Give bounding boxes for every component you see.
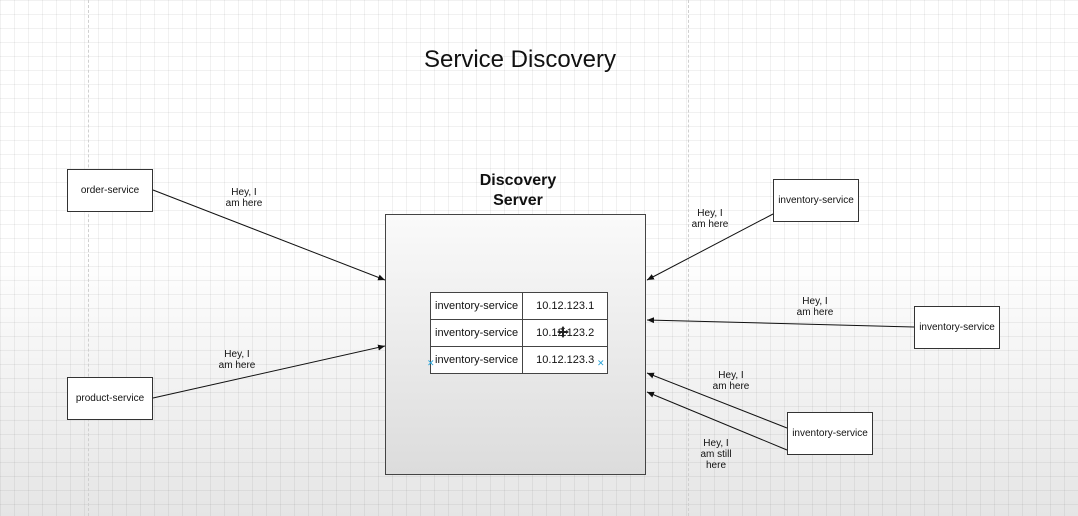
- inventory-service-node[interactable]: inventory-service: [773, 179, 859, 222]
- registry-ip-cell: 10.12.123.1: [522, 292, 609, 320]
- product-registration-arrow: [152, 344, 386, 399]
- selection-handle-icon[interactable]: ✕: [427, 358, 435, 368]
- edge-label-line: am here: [218, 360, 256, 371]
- edge-label-line: Hey, I: [231, 187, 257, 198]
- inventory-3-registration-arrow: [646, 372, 788, 429]
- move-cursor-icon: [557, 326, 569, 338]
- table-row[interactable]: inventory-service 10.12.123.1: [429, 292, 609, 320]
- page-boundary-guide: [88, 0, 89, 516]
- registry-service-cell: inventory-service: [429, 346, 524, 374]
- server-label-line: Discovery: [479, 172, 557, 189]
- inventory-service-node[interactable]: inventory-service: [787, 412, 873, 455]
- inventory-3-edge-label[interactable]: Hey, I am here: [701, 370, 761, 392]
- table-row[interactable]: inventory-service 10.12.123.3: [429, 346, 609, 374]
- edge-label-line: am here: [691, 219, 729, 230]
- product-edge-label[interactable]: Hey, I am here: [207, 349, 267, 371]
- order-service-node[interactable]: order-service: [67, 169, 153, 212]
- order-registration-arrow: [152, 189, 386, 281]
- inventory-3-heartbeat-arrow: [646, 391, 788, 451]
- product-service-node[interactable]: product-service: [67, 377, 153, 420]
- inventory-3-heartbeat-label[interactable]: Hey, I am still here: [686, 438, 746, 471]
- edge-label-line: am here: [796, 307, 834, 318]
- registry-ip-cell: 10.12.123.3: [522, 346, 609, 374]
- inventory-2-registration-arrow: [646, 317, 915, 328]
- discovery-server-label[interactable]: Discovery Server: [448, 171, 588, 211]
- inventory-1-edge-label[interactable]: Hey, I am here: [680, 208, 740, 230]
- edge-label-line: here: [705, 460, 726, 471]
- edge-label-line: Hey, I: [703, 438, 729, 449]
- edge-label-line: am here: [712, 381, 750, 392]
- edge-label-line: am here: [225, 198, 263, 209]
- edge-label-line: Hey, I: [224, 349, 250, 360]
- service-registry-table[interactable]: inventory-service 10.12.123.1 inventory-…: [429, 292, 609, 374]
- edge-label-line: am still: [700, 449, 732, 460]
- server-label-line: Server: [493, 192, 543, 209]
- inventory-service-node[interactable]: inventory-service: [914, 306, 1000, 349]
- order-edge-label[interactable]: Hey, I am here: [214, 187, 274, 209]
- edge-label-line: Hey, I: [697, 208, 723, 219]
- inventory-2-edge-label[interactable]: Hey, I am here: [785, 296, 845, 318]
- selection-handle-icon[interactable]: ✕: [597, 358, 605, 368]
- registry-ip-cell: 10.12.123.2: [522, 319, 609, 347]
- edge-label-line: Hey, I: [802, 296, 828, 307]
- edge-label-line: Hey, I: [718, 370, 744, 381]
- diagram-title[interactable]: Service Discovery: [423, 46, 617, 73]
- inventory-1-registration-arrow: [646, 213, 774, 281]
